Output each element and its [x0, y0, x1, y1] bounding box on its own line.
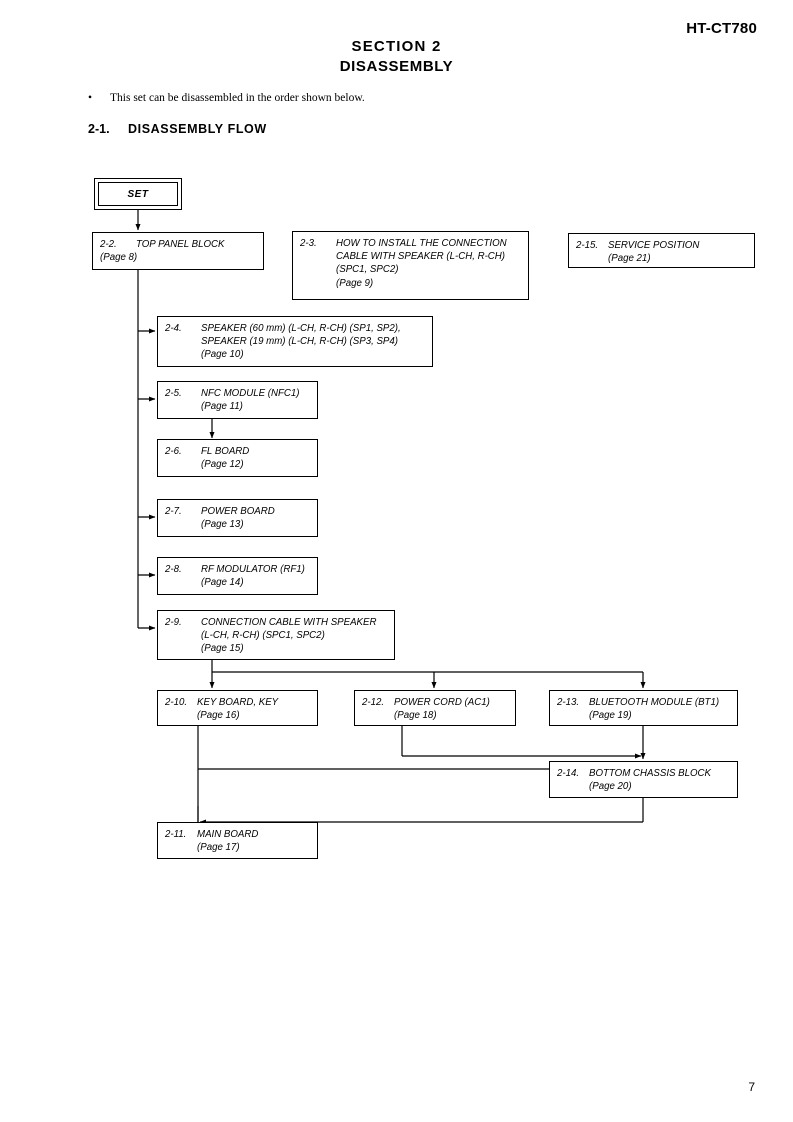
page-number: 7 [748, 1080, 755, 1094]
section-name-label: DISASSEMBLY [339, 58, 454, 75]
flow-box-2-9-line-0: 2-9.CONNECTION CABLE WITH SPEAKER [165, 617, 377, 628]
flow-box-2-5-page: (Page 11) [201, 401, 243, 413]
flow-box-2-3-line-1: CABLE WITH SPEAKER (L-CH, R-CH) [336, 251, 506, 263]
intro-note-text: This set can be disassembled in the orde… [110, 92, 365, 104]
flow-box-2-3-page: (Page 9) [336, 277, 374, 289]
subsection-title: DISASSEMBLY FLOW [128, 122, 267, 136]
flow-box-2-2-line-0: 2-2. TOP PANEL BLOCK [100, 238, 257, 251]
flow-box-2-15[interactable]: 2-15.SERVICE POSITION (Page 21) [568, 233, 755, 268]
flow-box-2-5-line-0: 2-5.NFC MODULE (NFC1) [165, 388, 300, 399]
flow-box-2-7[interactable]: 2-7.POWER BOARD (Page 13) [157, 499, 318, 537]
flow-box-2-12-line-0: 2-12.POWER CORD (AC1) [362, 697, 490, 708]
flow-box-2-14-line-0: 2-14.BOTTOM CHASSIS BLOCK [557, 768, 712, 779]
flow-box-2-12[interactable]: 2-12.POWER CORD (AC1) (Page 18) [354, 690, 516, 726]
flow-box-2-11[interactable]: 2-11.MAIN BOARD (Page 17) [157, 822, 318, 859]
intro-note: • This set can be disassembled in the or… [88, 92, 365, 105]
subsection-heading: 2-1. DISASSEMBLY FLOW [88, 122, 267, 136]
flow-box-2-13[interactable]: 2-13.BLUETOOTH MODULE (BT1) (Page 19) [549, 690, 738, 726]
flow-box-set-label: SET [98, 182, 178, 206]
flow-box-2-9-line-1: (L-CH, R-CH) (SPC1, SPC2) [201, 630, 325, 642]
flow-box-2-2-index: 2-2. [100, 239, 117, 250]
flow-box-2-9-page: (Page 15) [201, 643, 244, 655]
flow-box-2-6-line-0: 2-6.FL BOARD [165, 446, 250, 457]
page-title: SECTION 2 DISASSEMBLY [0, 38, 793, 75]
flow-box-2-2[interactable]: 2-2. TOP PANEL BLOCK (Page 8) [92, 232, 264, 270]
flow-box-2-3-line-0: 2-3.HOW TO INSTALL THE CONNECTION [300, 238, 507, 249]
flow-box-2-11-page: (Page 17) [197, 842, 240, 854]
flow-box-2-13-index: 2-13. [557, 697, 580, 708]
flow-box-2-14[interactable]: 2-14.BOTTOM CHASSIS BLOCK (Page 20) [549, 761, 738, 798]
flow-box-2-9-index: 2-9. [165, 617, 182, 628]
flow-box-set[interactable]: SET [94, 178, 182, 210]
flow-box-2-6-index: 2-6. [165, 446, 182, 457]
flow-box-2-14-index: 2-14. [557, 768, 580, 779]
flow-box-2-2-page: (Page 8) [100, 252, 138, 264]
flow-box-2-11-line-0: 2-11.MAIN BOARD [165, 829, 259, 840]
flow-box-2-14-page: (Page 20) [589, 781, 632, 793]
bullet-icon: • [88, 92, 93, 104]
flow-box-2-4-line-0: 2-4.SPEAKER (60 mm) (L-CH, R-CH) (SP1, S… [165, 323, 401, 334]
flow-box-2-7-line-0: 2-7.POWER BOARD [165, 506, 275, 517]
flow-box-2-3[interactable]: 2-3.HOW TO INSTALL THE CONNECTION CABLE … [292, 231, 529, 300]
subsection-number: 2-1. [88, 122, 110, 136]
flow-box-2-5[interactable]: 2-5.NFC MODULE (NFC1) (Page 11) [157, 381, 318, 419]
flow-box-2-8-page: (Page 14) [201, 577, 244, 589]
flow-box-2-6[interactable]: 2-6.FL BOARD (Page 12) [157, 439, 318, 477]
flow-box-2-13-line-0: 2-13.BLUETOOTH MODULE (BT1) [557, 697, 720, 708]
flow-box-2-10-line-0: 2-10.KEY BOARD, KEY [165, 697, 279, 708]
flow-box-2-12-index: 2-12. [362, 697, 385, 708]
flow-box-2-4-page: (Page 10) [201, 349, 244, 361]
flow-box-2-12-page: (Page 18) [394, 710, 437, 722]
flow-box-2-10-page: (Page 16) [197, 710, 240, 722]
flow-box-2-10[interactable]: 2-10.KEY BOARD, KEY (Page 16) [157, 690, 318, 726]
flow-box-2-15-page: (Page 21) [608, 253, 651, 265]
flow-box-2-8-line-0: 2-8.RF MODULATOR (RF1) [165, 564, 305, 575]
flow-box-2-4-index: 2-4. [165, 323, 182, 334]
section-number-label: SECTION 2 [351, 38, 442, 55]
flow-box-2-3-line-2: (SPC1, SPC2) [336, 264, 399, 276]
flow-box-2-7-page: (Page 13) [201, 519, 244, 531]
flow-box-2-7-index: 2-7. [165, 506, 182, 517]
flow-box-2-15-line-0: 2-15.SERVICE POSITION [576, 240, 700, 251]
flow-box-2-8[interactable]: 2-8.RF MODULATOR (RF1) (Page 14) [157, 557, 318, 595]
flow-box-2-4[interactable]: 2-4.SPEAKER (60 mm) (L-CH, R-CH) (SP1, S… [157, 316, 433, 367]
flow-box-2-15-index: 2-15. [576, 240, 599, 251]
flow-box-2-2-text-0: TOP PANEL BLOCK [136, 239, 225, 250]
flow-box-2-13-page: (Page 19) [589, 710, 632, 722]
flow-box-2-9[interactable]: 2-9.CONNECTION CABLE WITH SPEAKER (L-CH,… [157, 610, 395, 660]
flow-box-2-4-line-1: SPEAKER (19 mm) (L-CH, R-CH) (SP3, SP4) [201, 336, 399, 348]
flow-box-2-10-index: 2-10. [165, 697, 188, 708]
model-number: HT-CT780 [686, 20, 757, 37]
flow-box-2-5-index: 2-5. [165, 388, 182, 399]
flow-box-2-3-index: 2-3. [300, 238, 317, 249]
flow-box-2-6-page: (Page 12) [201, 459, 244, 471]
flow-box-2-11-index: 2-11. [165, 829, 187, 840]
flow-box-2-8-index: 2-8. [165, 564, 182, 575]
